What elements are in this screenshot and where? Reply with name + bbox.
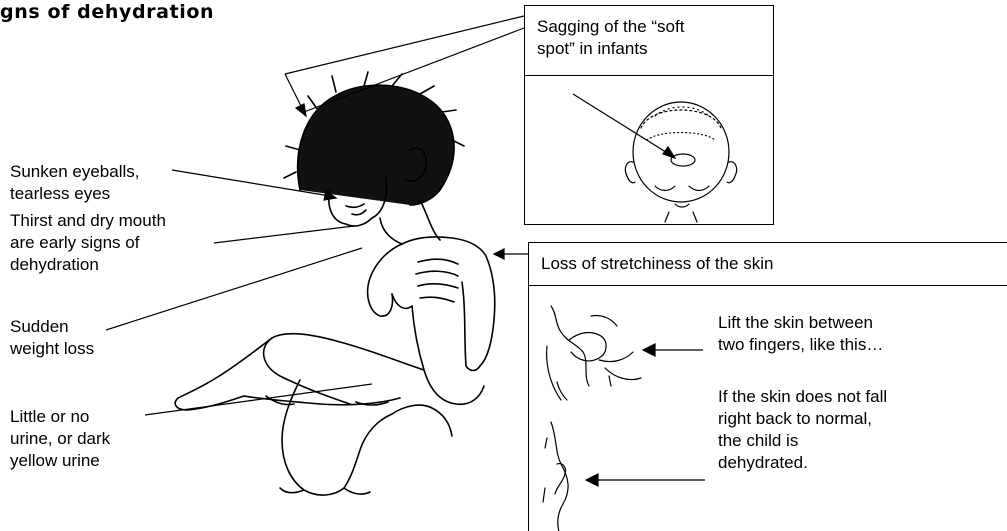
skin-stretchiness-box: Loss of stretchiness of the skin [528,242,1007,531]
skin-step2-text: If the skin does not fallright back to n… [718,386,887,474]
skin-step1-text: Lift the skin betweentwo fingers, like t… [718,312,883,356]
